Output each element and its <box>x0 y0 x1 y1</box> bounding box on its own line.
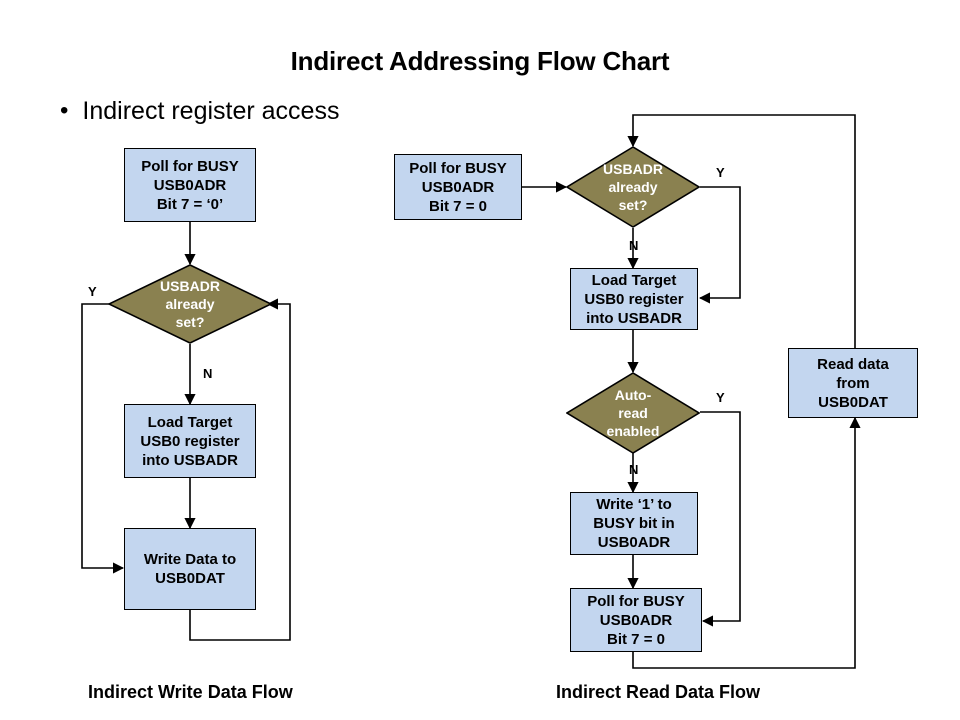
diamond-shape <box>566 372 700 454</box>
read-node-usbadr-already-set[interactable]: USBADR already set? <box>566 146 700 228</box>
write-node-poll-busy[interactable]: Poll for BUSY USB0ADR Bit 7 = ‘0’ <box>124 148 256 222</box>
bullet-item: • Indirect register access <box>60 96 339 126</box>
write-branch-label-yes: Y <box>88 284 97 299</box>
read-node-read-data[interactable]: Read data from USB0DAT <box>788 348 918 418</box>
read-branch-label-usbadr-yes: Y <box>716 165 725 180</box>
write-node-load-target[interactable]: Load Target USB0 register into USBADR <box>124 404 256 478</box>
read-branch-label-autoread-yes: Y <box>716 390 725 405</box>
diamond-shape <box>108 264 272 344</box>
write-branch-label-no: N <box>203 366 213 381</box>
read-branch-label-autoread-no: N <box>629 462 639 477</box>
caption-read-flow: Indirect Read Data Flow <box>556 682 761 702</box>
caption-write-flow: Indirect Write Data Flow <box>88 682 293 702</box>
read-node-poll-busy[interactable]: Poll for BUSY USB0ADR Bit 7 = 0 <box>394 154 522 220</box>
write-node-usbadr-already-set[interactable]: USBADR already set? <box>108 264 272 344</box>
page-title: Indirect Addressing Flow Chart <box>290 46 670 76</box>
read-node-write-busy-bit[interactable]: Write ‘1’ to BUSY bit in USB0ADR <box>570 492 698 555</box>
write-node-write-data[interactable]: Write Data to USB0DAT <box>124 528 256 610</box>
bullet-label: Indirect register access <box>82 97 340 125</box>
diamond-shape <box>566 146 700 228</box>
read-node-poll-busy-2[interactable]: Poll for BUSY USB0ADR Bit 7 = 0 <box>570 588 702 652</box>
bullet-marker: • <box>60 97 69 124</box>
read-node-auto-read-enabled[interactable]: Auto- read enabled <box>566 372 700 454</box>
read-branch-label-usbadr-no: N <box>629 238 639 253</box>
read-node-load-target[interactable]: Load Target USB0 register into USBADR <box>570 268 698 330</box>
